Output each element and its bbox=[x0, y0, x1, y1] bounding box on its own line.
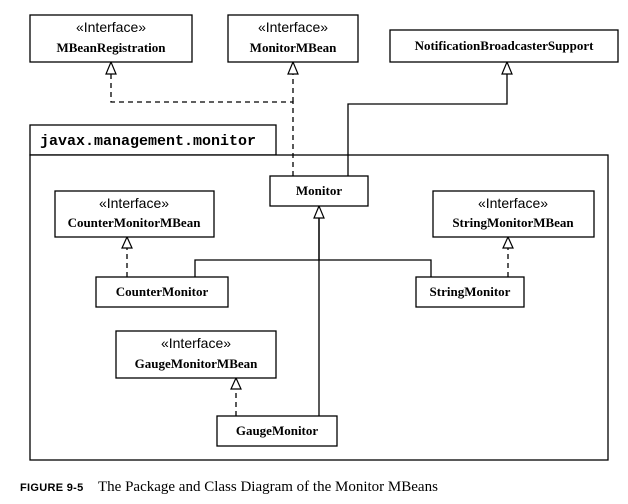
caption-label: FIGURE 9-5 bbox=[20, 482, 84, 494]
class-name: StringMonitorMBean bbox=[452, 215, 574, 230]
class-name: Monitor bbox=[296, 183, 342, 198]
class-name: MonitorMBean bbox=[250, 40, 337, 55]
arrowhead-mbeanregistration bbox=[105, 60, 117, 75]
arrowheads bbox=[105, 60, 514, 390]
caption-text: The Package and Class Diagram of the Mon… bbox=[98, 479, 438, 495]
arrowhead-monitor bbox=[313, 204, 325, 219]
stereotype-label: «Interface» bbox=[76, 19, 146, 35]
class-name: GaugeMonitor bbox=[236, 423, 319, 438]
class-name: StringMonitor bbox=[430, 284, 511, 299]
class-name: CounterMonitorMBean bbox=[68, 215, 202, 230]
figure-caption: FIGURE 9-5 The Package and Class Diagram… bbox=[20, 479, 438, 495]
generalization-monitor-broadcaster bbox=[347, 74, 508, 176]
class-countermonitormbean: «Interface» CounterMonitorMBean bbox=[54, 190, 215, 238]
arrowhead-countermonitormbean bbox=[121, 235, 133, 249]
stereotype-label: «Interface» bbox=[99, 195, 169, 211]
generalization-counter-string-bus bbox=[194, 259, 432, 277]
class-name: NotificationBroadcasterSupport bbox=[415, 38, 595, 53]
class-name: GaugeMonitorMBean bbox=[135, 356, 259, 371]
class-name: MBeanRegistration bbox=[56, 40, 166, 55]
arrowhead-broadcaster bbox=[501, 60, 513, 75]
arrowhead-monitormbean bbox=[287, 60, 299, 75]
connectors bbox=[110, 74, 509, 416]
class-notificationbroadcastersupport: NotificationBroadcasterSupport bbox=[389, 29, 619, 63]
package-label: javax.management.monitor bbox=[40, 133, 256, 150]
stereotype-label: «Interface» bbox=[161, 335, 231, 351]
class-stringmonitormbean: «Interface» StringMonitorMBean bbox=[432, 190, 595, 238]
realization-monitor-mbeanregistration bbox=[110, 74, 294, 176]
stereotype-label: «Interface» bbox=[478, 195, 548, 211]
class-gaugemonitor: GaugeMonitor bbox=[216, 415, 338, 447]
class-countermonitor: CounterMonitor bbox=[95, 276, 229, 308]
class-stringmonitor: StringMonitor bbox=[415, 276, 525, 308]
class-monitor: Monitor bbox=[269, 175, 369, 207]
arrowhead-gaugemonitormbean bbox=[230, 376, 242, 390]
class-mbeanregistration: «Interface» MBeanRegistration bbox=[29, 14, 193, 63]
class-gaugemonitormbean: «Interface» GaugeMonitorMBean bbox=[115, 330, 277, 379]
stereotype-label: «Interface» bbox=[258, 19, 328, 35]
class-name: CounterMonitor bbox=[116, 284, 209, 299]
class-monitormbean: «Interface» MonitorMBean bbox=[227, 14, 359, 63]
arrowhead-stringmonitormbean bbox=[502, 235, 514, 249]
